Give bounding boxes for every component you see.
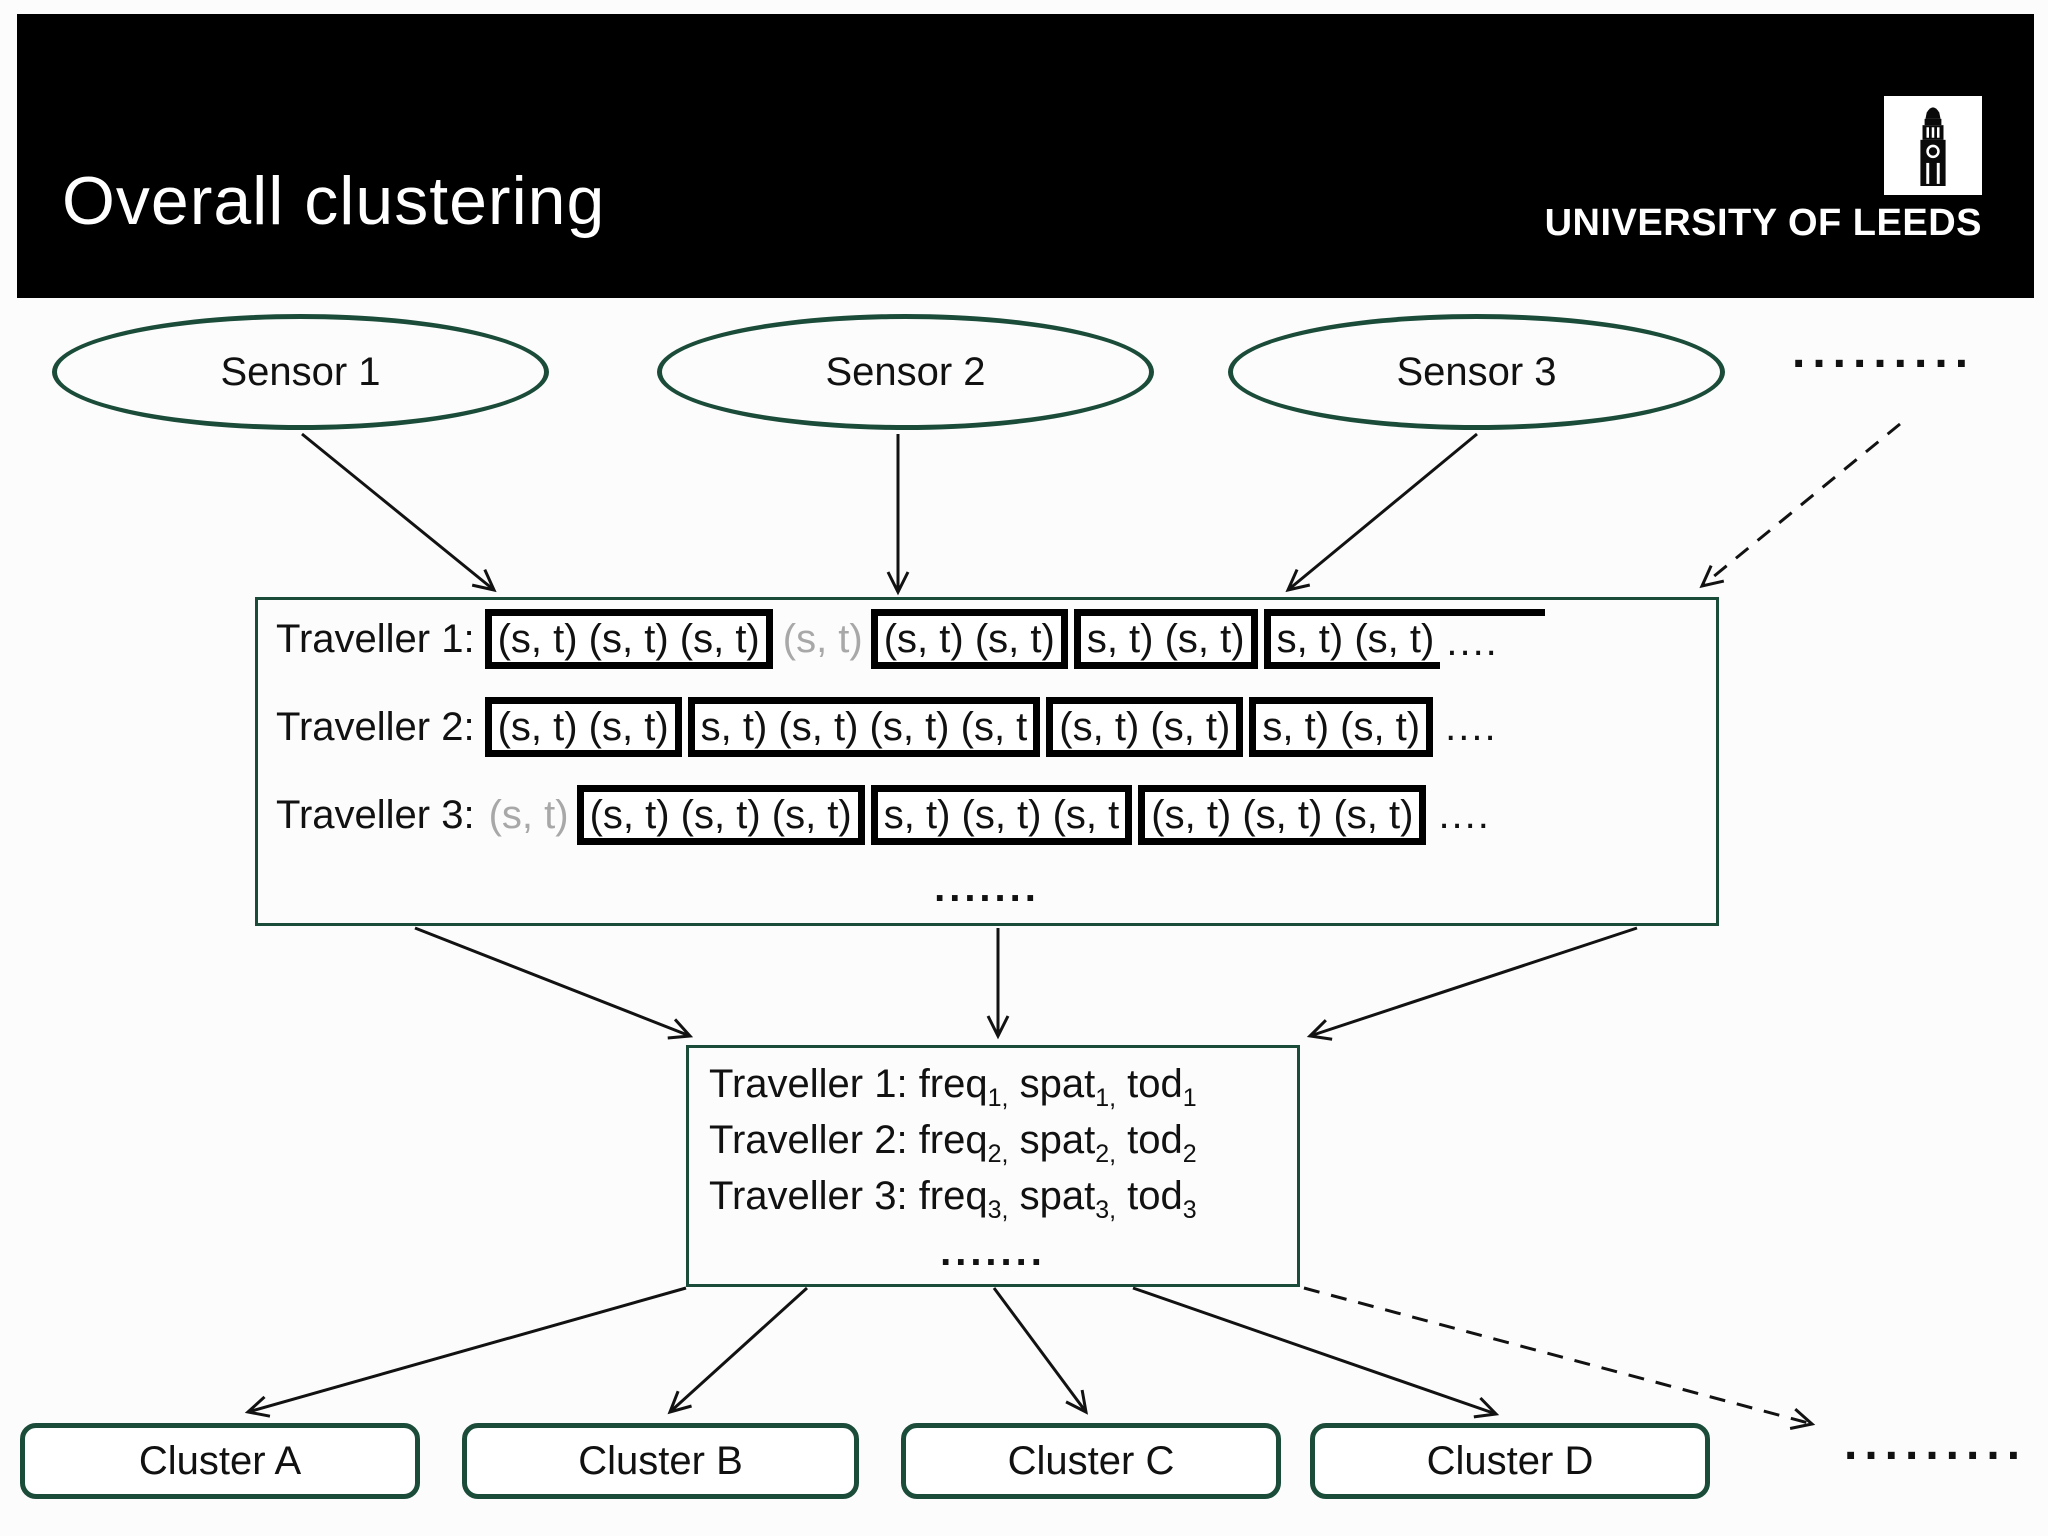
arrow-features-to-cluster-d [1132, 1286, 1500, 1419]
sequence-trail-ellipsis: .... [1445, 704, 1498, 749]
arrow-sequences-to-features-right [1306, 926, 1638, 1041]
arrow-dashed-more-clusters [1303, 1286, 1816, 1430]
cluster-a-box: Cluster A [20, 1423, 420, 1499]
university-wordmark: UNIVERSITY OF LEEDS [1544, 202, 1982, 244]
feature-line-2: Traveller 2: freq2, spat2, tod2 [709, 1118, 1197, 1168]
sensor-1-label: Sensor 1 [220, 349, 381, 394]
parkinson-tower-icon [1891, 100, 1975, 191]
feature-line-1: Traveller 1: freq1, spat1, tod1 [709, 1062, 1197, 1112]
arrow-features-to-cluster-a [244, 1286, 687, 1418]
feature-line-3: Traveller 3: freq3, spat3, tod3 [709, 1174, 1197, 1224]
more-sensors-ellipsis: ......... [1792, 325, 1976, 378]
features-more-rows-ellipsis: ....... [940, 1230, 1046, 1274]
sensor-1-node: Sensor 1 [52, 314, 549, 430]
traveller-sequences-box [255, 597, 1719, 926]
sensor-2-node: Sensor 2 [657, 314, 1154, 430]
sequence-segment: s, t) (s, t) (s, t) (s, t [687, 697, 1041, 757]
university-logo [1884, 96, 1982, 195]
page-title: Overall clustering [62, 163, 606, 239]
sequence-segment: (s, t) (s, t) (s, t) [1138, 785, 1427, 845]
sequence-segment: (s, t) (s, t) [484, 697, 682, 757]
sequence-segment: (s, t) (s, t) [870, 609, 1068, 669]
sequences-more-rows-ellipsis: ....... [934, 866, 1040, 910]
sequence-trail-ellipsis: .... [1438, 792, 1491, 837]
sensor-2-label: Sensor 2 [825, 349, 986, 394]
sequence-segment: s, t) (s, t) [1263, 609, 1441, 669]
arrow-sensor3-to-sequences [1285, 432, 1478, 593]
traveller-3-row: Traveller 3: (s, t) (s, t) (s, t) (s, t)… [276, 778, 1491, 852]
header-bar [17, 14, 2034, 298]
arrow-features-to-cluster-b [667, 1286, 809, 1415]
sequence-segment: s, t) (s, t) (s, t [870, 785, 1133, 845]
traveller-2-row: Traveller 2: (s, t) (s, t) s, t) (s, t) … [276, 690, 1498, 764]
sequence-segment-unboxed: (s, t) [488, 792, 569, 837]
sequence-segment: (s, t) (s, t) [1046, 697, 1244, 757]
sequence-segment: (s, t) (s, t) (s, t) [484, 609, 773, 669]
traveller-1-label: Traveller 1: [276, 616, 475, 661]
arrow-features-to-cluster-c [992, 1287, 1088, 1415]
traveller-features-box: Traveller 1: freq1, spat1, tod1 Travelle… [686, 1045, 1300, 1287]
arrow-sequences-to-features-left [414, 926, 694, 1040]
sequence-segment: s, t) (s, t) [1073, 609, 1258, 669]
arrow-dashed-more-sensors [1699, 422, 1901, 589]
cluster-b-label: Cluster B [578, 1438, 743, 1483]
sequence-segment: s, t) (s, t) [1249, 697, 1434, 757]
cluster-c-label: Cluster C [1007, 1438, 1175, 1483]
sequence-segment: (s, t) (s, t) (s, t) [576, 785, 865, 845]
cluster-a-label: Cluster A [138, 1438, 302, 1483]
cluster-c-box: Cluster C [901, 1423, 1281, 1499]
sensor-3-label: Sensor 3 [1396, 349, 1557, 394]
cluster-b-box: Cluster B [462, 1423, 859, 1499]
cluster-d-box: Cluster D [1310, 1423, 1710, 1499]
more-clusters-ellipsis: ......... [1844, 1417, 2028, 1470]
traveller-1-row: Traveller 1: (s, t) (s, t) (s, t) (s, t)… [276, 602, 1545, 676]
sequence-segment-unboxed: (s, t) [782, 616, 863, 661]
arrow-sensor1-to-sequences [301, 432, 497, 593]
traveller-2-label: Traveller 2: [276, 704, 475, 749]
sequence-trail-ellipsis: .... [1440, 609, 1545, 669]
sensor-3-node: Sensor 3 [1228, 314, 1725, 430]
cluster-d-label: Cluster D [1426, 1438, 1594, 1483]
traveller-3-label: Traveller 3: [276, 792, 475, 837]
